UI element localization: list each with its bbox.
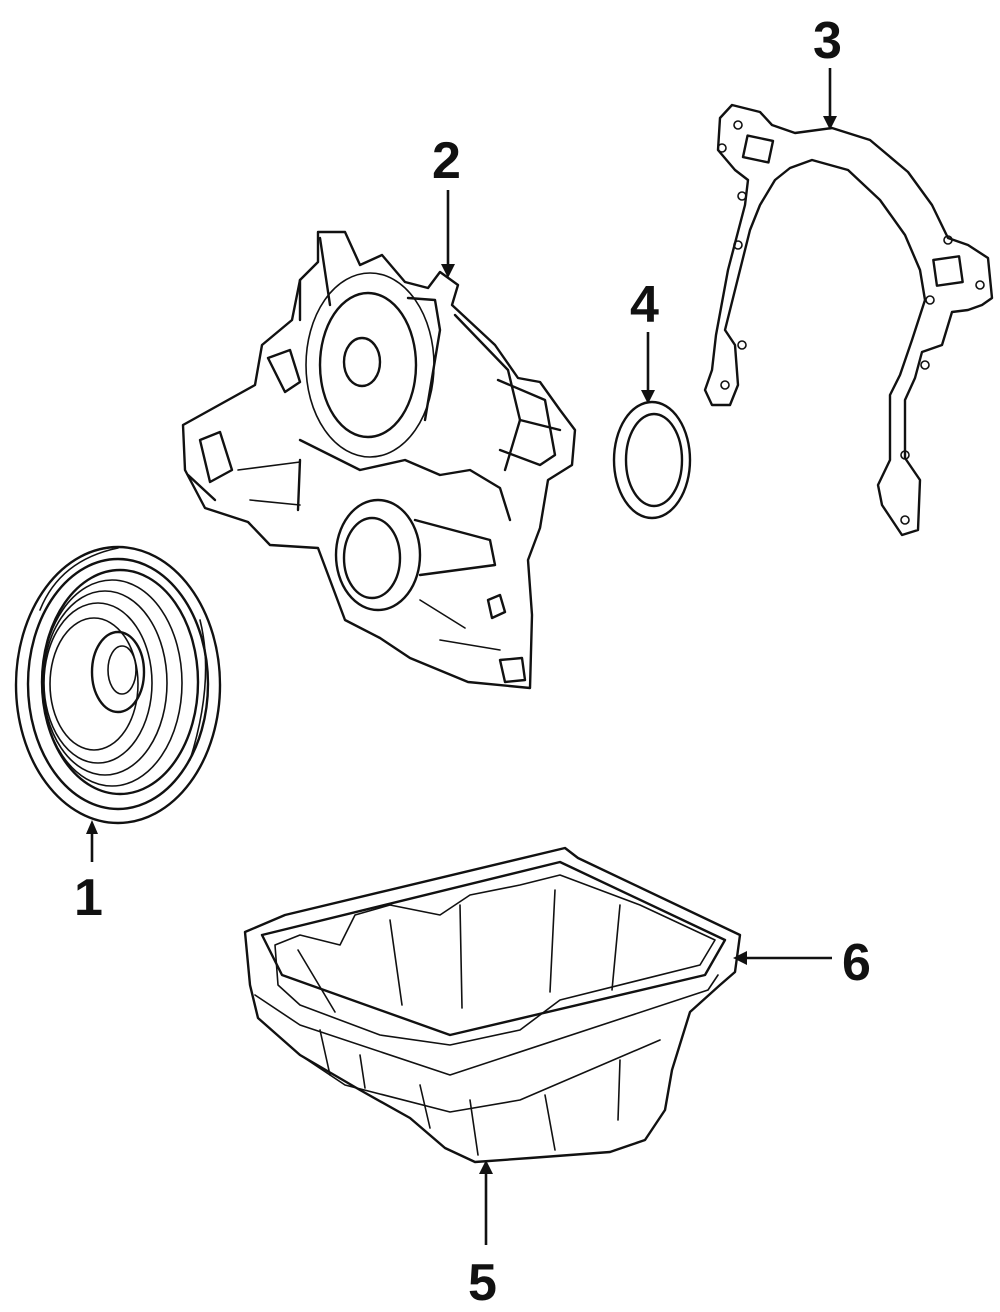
crankshaft-pulley — [14, 545, 222, 825]
callout-4: 4 — [630, 276, 659, 334]
timing-cover — [181, 230, 577, 690]
callout-2: 2 — [432, 132, 461, 190]
callout-6: 6 — [842, 934, 871, 992]
callout-1: 1 — [74, 869, 103, 927]
timing-cover-gasket — [703, 103, 994, 537]
oil-pan — [243, 846, 742, 1164]
front-seal — [612, 400, 692, 520]
callout-labels: 1 2 3 4 5 6 — [74, 12, 871, 1312]
leader-lines — [86, 68, 837, 1245]
callout-3: 3 — [813, 12, 842, 70]
callout-5: 5 — [468, 1254, 497, 1312]
